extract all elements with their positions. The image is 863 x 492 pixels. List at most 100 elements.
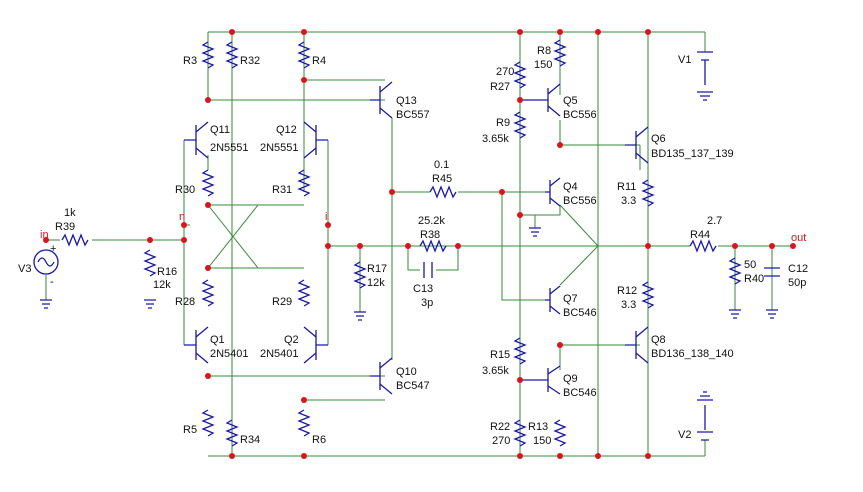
- ground-r16: [144, 299, 156, 309]
- label-r22: R22: [490, 421, 510, 433]
- label-r12-value: 3.3: [621, 299, 636, 311]
- wiring: [45, 31, 793, 457]
- junction-dot: [557, 453, 563, 459]
- transistor-q1: [184, 326, 209, 364]
- label-r8: R8: [537, 45, 551, 57]
- junction-dot: [517, 29, 523, 35]
- labels: R3 R32 R4 Q11 2N5551 Q12 2N5551 Q13 BC55…: [18, 45, 808, 447]
- label-r39: R39: [55, 221, 75, 233]
- ground-r40: [729, 309, 741, 319]
- transistor-q9: [520, 365, 561, 395]
- resistor-r13: [553, 419, 567, 447]
- junction-dot: [205, 97, 211, 103]
- resistor-r6: [297, 409, 311, 437]
- label-q11: Q11: [210, 124, 230, 136]
- resistor-r32: [225, 41, 239, 69]
- ground-v3: [40, 299, 52, 309]
- label-r40-value: 50: [744, 259, 756, 271]
- label-r9-value: 3.65k: [482, 133, 509, 145]
- components: [33, 39, 780, 447]
- label-q6: Q6: [651, 133, 666, 145]
- resistor-r31: [297, 169, 311, 197]
- resistor-r15: [513, 337, 527, 365]
- battery-v1: [697, 51, 713, 101]
- q9-emitter-wire: [559, 344, 640, 370]
- junction-dot: [389, 189, 395, 195]
- transistor-q7: [545, 285, 561, 315]
- resistor-r8: [553, 39, 567, 67]
- label-q4: Q4: [563, 181, 578, 193]
- label-v3: V3: [18, 263, 31, 275]
- junction-dot: [732, 243, 738, 249]
- transistor-q13: [370, 81, 393, 119]
- junction-dot: [229, 453, 235, 459]
- junction-dot: [301, 453, 307, 459]
- label-q1-type: 2N5401: [210, 348, 249, 360]
- label-q2-type: 2N5401: [260, 348, 299, 360]
- label-c13: C13: [413, 283, 433, 295]
- label-r45-value: 0.1: [434, 159, 449, 171]
- label-node-i: i: [325, 211, 327, 223]
- label-q10: Q10: [396, 366, 417, 378]
- resistor-r17: [353, 261, 367, 289]
- label-q10-type: BC547: [396, 380, 430, 392]
- junction-dots: [43, 29, 796, 459]
- label-r13-value: 150: [533, 435, 551, 447]
- label-r5: R5: [183, 424, 197, 436]
- junction-dot: [517, 97, 523, 103]
- label-r11: R11: [617, 181, 636, 193]
- label-q12: Q12: [276, 124, 297, 136]
- label-q8-type: BD136_138_140: [651, 348, 734, 360]
- junction-dot: [517, 212, 523, 218]
- junction-dot: [181, 222, 187, 228]
- label-q5-type: BC556: [563, 109, 597, 121]
- junction-dot: [205, 265, 211, 271]
- label-v3-plus: +: [50, 243, 56, 255]
- q4-emitter-wire: [520, 205, 561, 216]
- label-r44-value: 2.7: [707, 215, 722, 227]
- capacitor-c12: [764, 267, 780, 277]
- label-r45: R45: [432, 173, 452, 185]
- label-r40: R40: [744, 273, 764, 285]
- junction-dot: [645, 243, 651, 249]
- ground-c12: [766, 309, 778, 319]
- label-q7: Q7: [563, 293, 578, 305]
- label-q4-type: BC556: [563, 195, 597, 207]
- c13-right: [436, 246, 459, 271]
- transistor-q4: [545, 177, 561, 207]
- label-r16-value: 12k: [153, 279, 171, 291]
- transistor-q2: [303, 326, 328, 364]
- label-q9: Q9: [563, 373, 578, 385]
- junction-dot: [455, 243, 461, 249]
- cross-2: [207, 204, 259, 269]
- capacitor-c13: [423, 262, 433, 278]
- label-r3: R3: [183, 55, 197, 67]
- source-v3-wave: [37, 257, 55, 267]
- output-terminal-dot: [790, 243, 796, 249]
- transistor-q6: [625, 126, 649, 164]
- transistor-q12: [303, 121, 328, 159]
- junction-dot: [517, 453, 523, 459]
- label-r4: R4: [312, 55, 326, 67]
- resistor-r29: [297, 279, 311, 307]
- junction-dot: [229, 29, 235, 35]
- label-r16: R16: [157, 266, 177, 278]
- transistor-q10: [370, 357, 393, 395]
- label-q13: Q13: [396, 95, 417, 107]
- ground-q4: [529, 227, 541, 237]
- label-r27-value: 270: [496, 66, 514, 78]
- label-r17: R17: [367, 263, 387, 275]
- resistor-r22: [513, 419, 527, 447]
- q4-base-wire: [501, 192, 545, 301]
- label-r39-value: 1k: [64, 207, 76, 219]
- ground-r17: [354, 311, 366, 321]
- label-q9-type: BC546: [563, 387, 597, 399]
- junction-dot: [147, 237, 153, 243]
- label-r38-value: 25.2k: [418, 215, 445, 227]
- label-c12-value: 50p: [788, 277, 806, 289]
- junction-dot: [357, 243, 363, 249]
- q5-emitter-wire: [559, 120, 640, 146]
- junction-dot: [645, 453, 651, 459]
- resistor-r28: [201, 279, 215, 307]
- label-r44: R44: [690, 229, 710, 241]
